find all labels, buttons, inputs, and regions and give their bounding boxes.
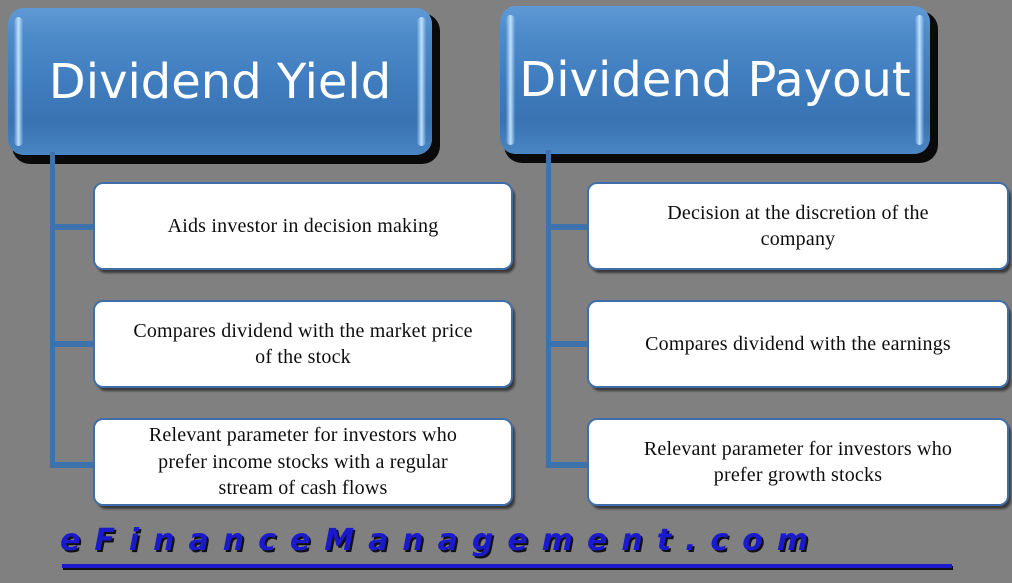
list-item-label: Compares dividend with the earnings — [645, 332, 951, 355]
list-item-label: Relevant parameter for investors who pre… — [643, 437, 953, 486]
header-label-right: Dividend Payout — [519, 52, 911, 108]
list-item-label: Compares dividend with the market price … — [133, 319, 473, 368]
connector-branch-right-1 — [546, 224, 592, 230]
footer-watermark: eFinanceManagement.com — [60, 523, 960, 571]
list-item-label: Decision at the discretion of the compan… — [667, 201, 929, 250]
connector-trunk-right — [546, 150, 551, 468]
connector-branch-left-3 — [50, 462, 98, 468]
list-item-label: Aids investor in decision making — [167, 214, 439, 237]
list-item: Relevant parameter for investors who pre… — [587, 418, 1009, 506]
header-label-left: Dividend Yield — [48, 53, 392, 110]
connector-branch-right-3 — [546, 462, 592, 468]
header-box-dividend-payout: Dividend Payout — [500, 6, 930, 154]
header-box-dividend-yield: Dividend Yield — [8, 8, 432, 155]
connector-trunk-left — [50, 152, 55, 468]
list-item-label: Relevant parameter for investors who pre… — [148, 424, 458, 500]
footer-watermark-text: eFinanceManagement.com — [60, 523, 823, 558]
list-item: Compares dividend with the market price … — [93, 300, 513, 388]
list-item: Decision at the discretion of the compan… — [587, 182, 1009, 270]
list-item: Relevant parameter for investors who pre… — [93, 418, 513, 506]
footer-underline — [62, 564, 952, 568]
connector-branch-left-1 — [50, 224, 98, 230]
connector-branch-left-2 — [50, 341, 98, 347]
list-item: Compares dividend with the earnings — [587, 300, 1009, 388]
connector-branch-right-2 — [546, 341, 592, 347]
list-item: Aids investor in decision making — [93, 182, 513, 270]
